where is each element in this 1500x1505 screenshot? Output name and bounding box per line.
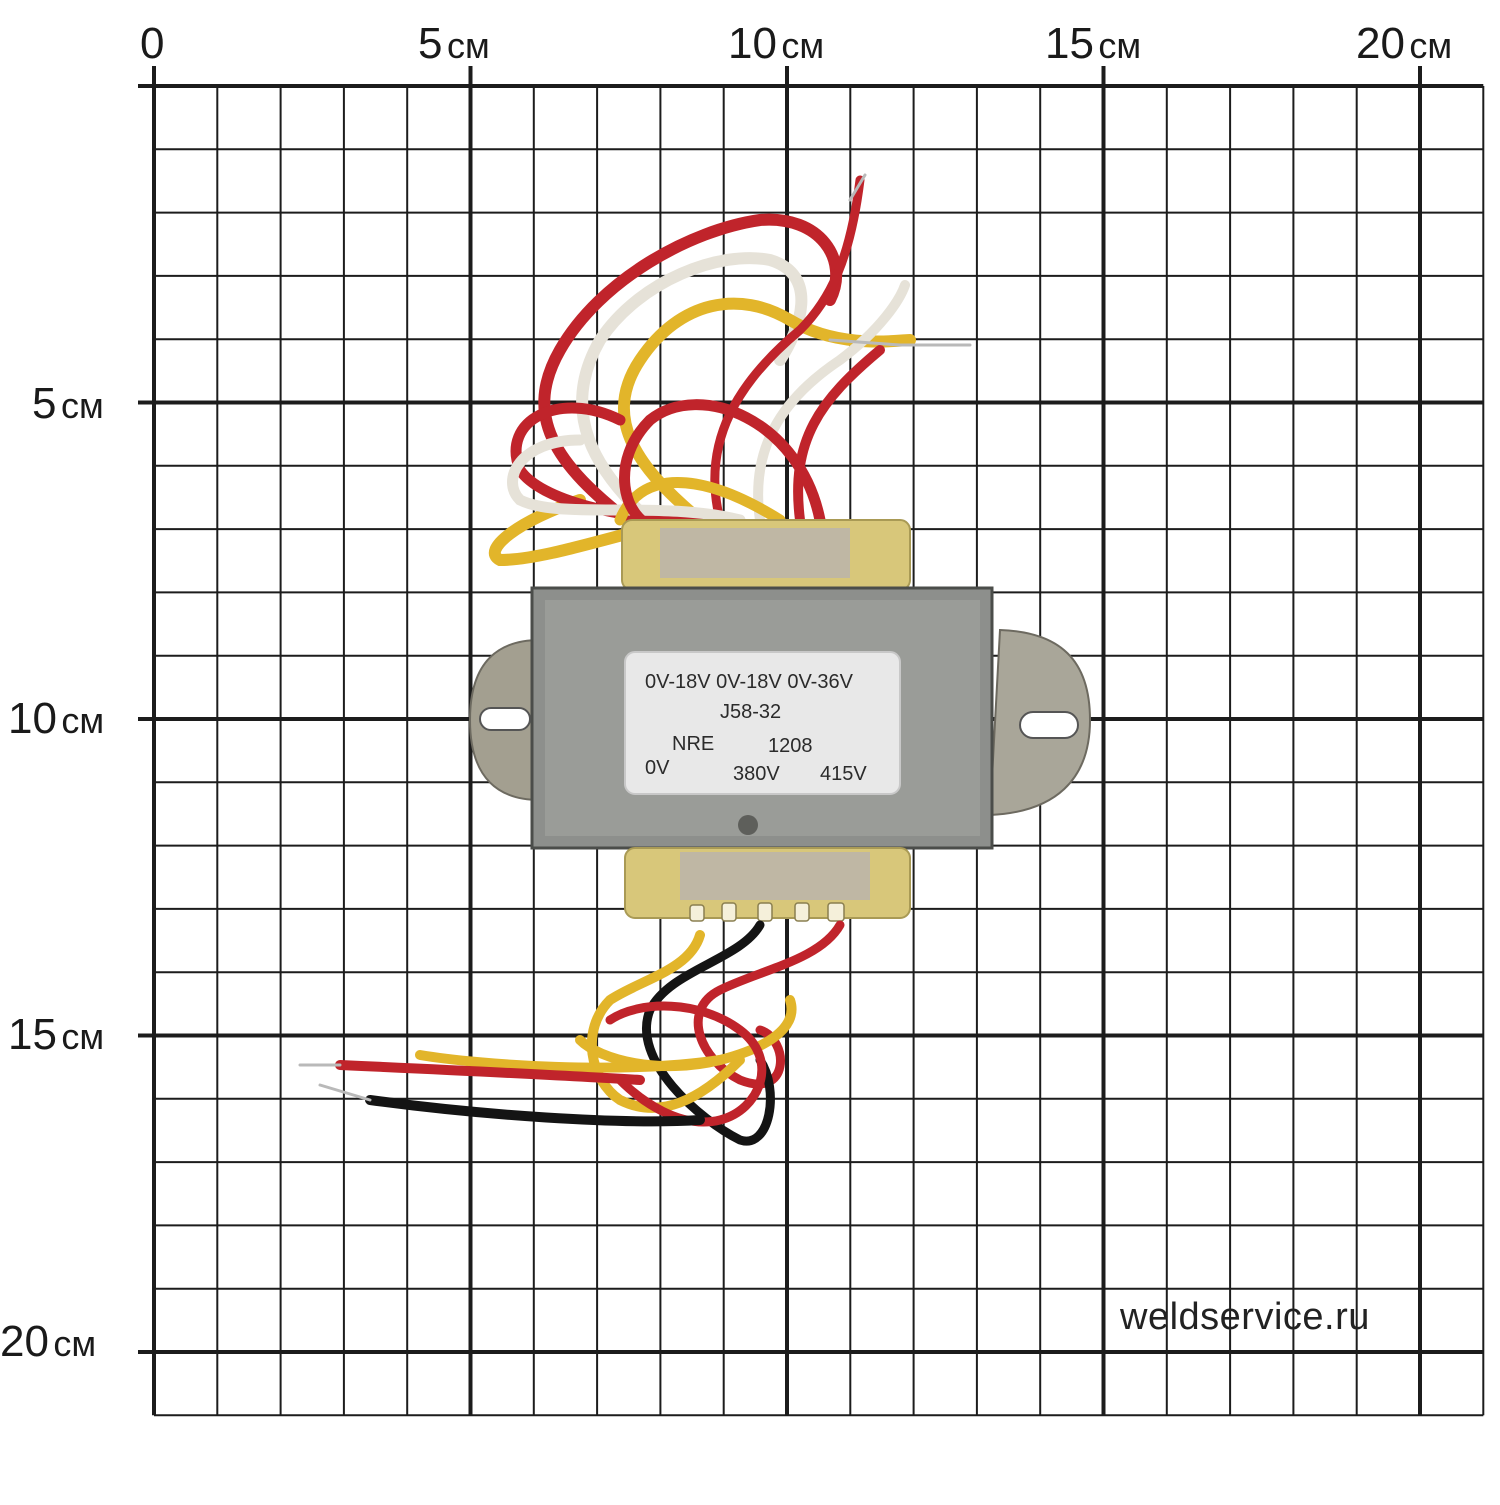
upper-wire-bundle [488, 173, 972, 567]
ruler-top-label-5: 5 см [418, 22, 490, 66]
coil-bottom [624, 847, 911, 922]
nameplate-code: 1208 [768, 735, 813, 757]
ruler-unit: см [61, 1016, 105, 1057]
ruler-top-value: 5 [418, 19, 443, 68]
ruler-unit: см [446, 25, 490, 66]
mounting-flange-left [468, 638, 541, 802]
nameplate-voltages: 0V-18V 0V-18V 0V-36V [645, 671, 854, 693]
ruler-left-value: 5 [32, 379, 57, 428]
ruler-left-label-10: 10 см [8, 697, 104, 741]
ruler-top-value: 20 [1356, 19, 1405, 68]
nameplate-brand: NRE [672, 733, 714, 755]
coil-top [621, 519, 911, 591]
ruler-left-value: 20 [0, 1317, 49, 1366]
nameplate-input-380v: 380V [733, 763, 780, 785]
ruler-unit: см [1098, 25, 1142, 66]
ruler-unit: см [60, 385, 104, 426]
watermark: weldservice.ru [1120, 1296, 1370, 1338]
nameplate-input-415v: 415V [820, 763, 867, 785]
ruler-top-label-15: 15 см [1045, 22, 1141, 66]
ruler-left-label-15: 15 см [8, 1013, 104, 1057]
ruler-left-label-20: 20 см [0, 1320, 96, 1364]
ruler-left-value: 15 [8, 1010, 57, 1059]
ruler-top-value: 0 [140, 19, 165, 68]
ruler-top-label-0: 0 [140, 22, 164, 66]
ruler-top-label-20: 20 см [1356, 22, 1452, 66]
ruler-unit: см [781, 25, 825, 66]
ruler-top-label-10: 10 см [728, 22, 824, 66]
ruler-unit: см [61, 700, 105, 741]
nameplate-model: J58-32 [720, 701, 781, 723]
nameplate: 0V-18V 0V-18V 0V-36V J58-32 NRE 1208 0V … [624, 651, 901, 795]
ruler-unit: см [53, 1323, 97, 1364]
transformer-housing [530, 586, 994, 850]
ruler-top-value: 10 [728, 19, 777, 68]
mounting-flange-right [988, 628, 1092, 817]
lower-wire-bundle [298, 920, 845, 1146]
ruler-left-label-5: 5 см [32, 382, 104, 426]
ruler-top-value: 15 [1045, 19, 1094, 68]
ruler-unit: см [1409, 25, 1453, 66]
nameplate-input-0v: 0V [645, 757, 670, 779]
ruler-left-value: 10 [8, 694, 57, 743]
